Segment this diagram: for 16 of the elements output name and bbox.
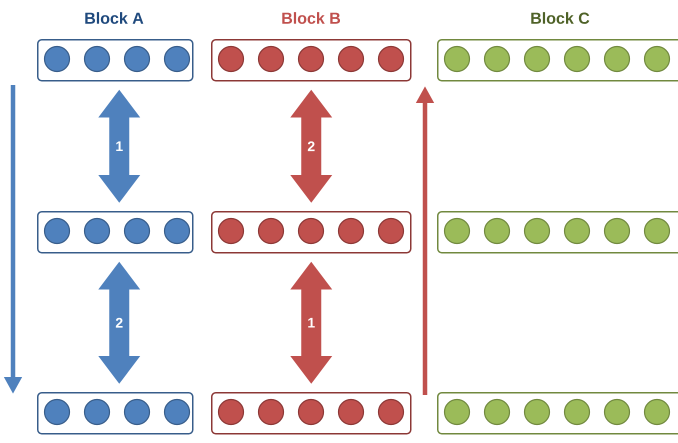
circle-row-box (37, 39, 194, 82)
circle-row-box (437, 39, 678, 82)
column-heading: Block C (531, 12, 590, 24)
edge-label: 2 (116, 318, 123, 328)
circle-row-box (37, 211, 194, 254)
edge-label: 1 (308, 318, 315, 328)
circle-row-box (37, 392, 194, 434)
column-heading: Block A (85, 12, 144, 24)
circle-row-box (211, 211, 412, 254)
column-heading: Block B (282, 12, 340, 24)
circle-row-box (211, 39, 412, 82)
edge-label: 2 (308, 141, 315, 152)
edge-label: 1 (116, 141, 123, 152)
circle-row-box (437, 211, 678, 254)
circle-row-box (211, 392, 412, 434)
circle-row-box (437, 392, 678, 434)
